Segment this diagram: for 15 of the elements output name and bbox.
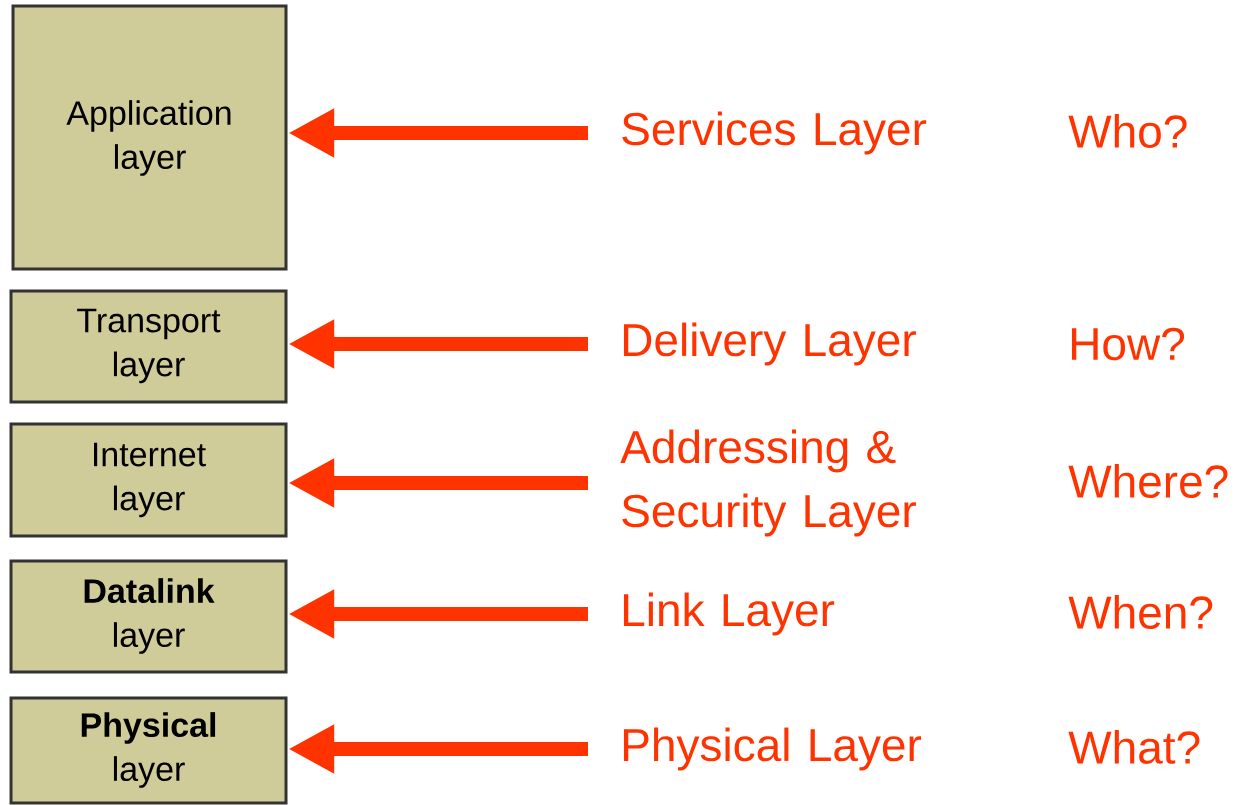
layer-box: Transport layer bbox=[9, 289, 288, 404]
question-label: How? bbox=[1072, 327, 1185, 361]
layer-label: Link Layer bbox=[624, 592, 835, 636]
layer-label: Delivery Layer bbox=[624, 322, 916, 366]
layer-box: Application layer bbox=[11, 4, 288, 271]
question-label: What? bbox=[1068, 730, 1200, 764]
layer-box: Datalink layer bbox=[9, 559, 288, 674]
layer-label: Addressing & Security Layer bbox=[620, 429, 916, 537]
question-label: Who? bbox=[1068, 114, 1187, 148]
layer-box: Internet layer bbox=[9, 422, 288, 538]
layer-label: Services Layer bbox=[622, 111, 927, 155]
layer-box: Physical layer bbox=[9, 696, 288, 805]
layer-label: Physical Layer bbox=[624, 727, 922, 771]
question-label: Where? bbox=[1068, 464, 1228, 498]
question-label: When? bbox=[1068, 595, 1213, 629]
